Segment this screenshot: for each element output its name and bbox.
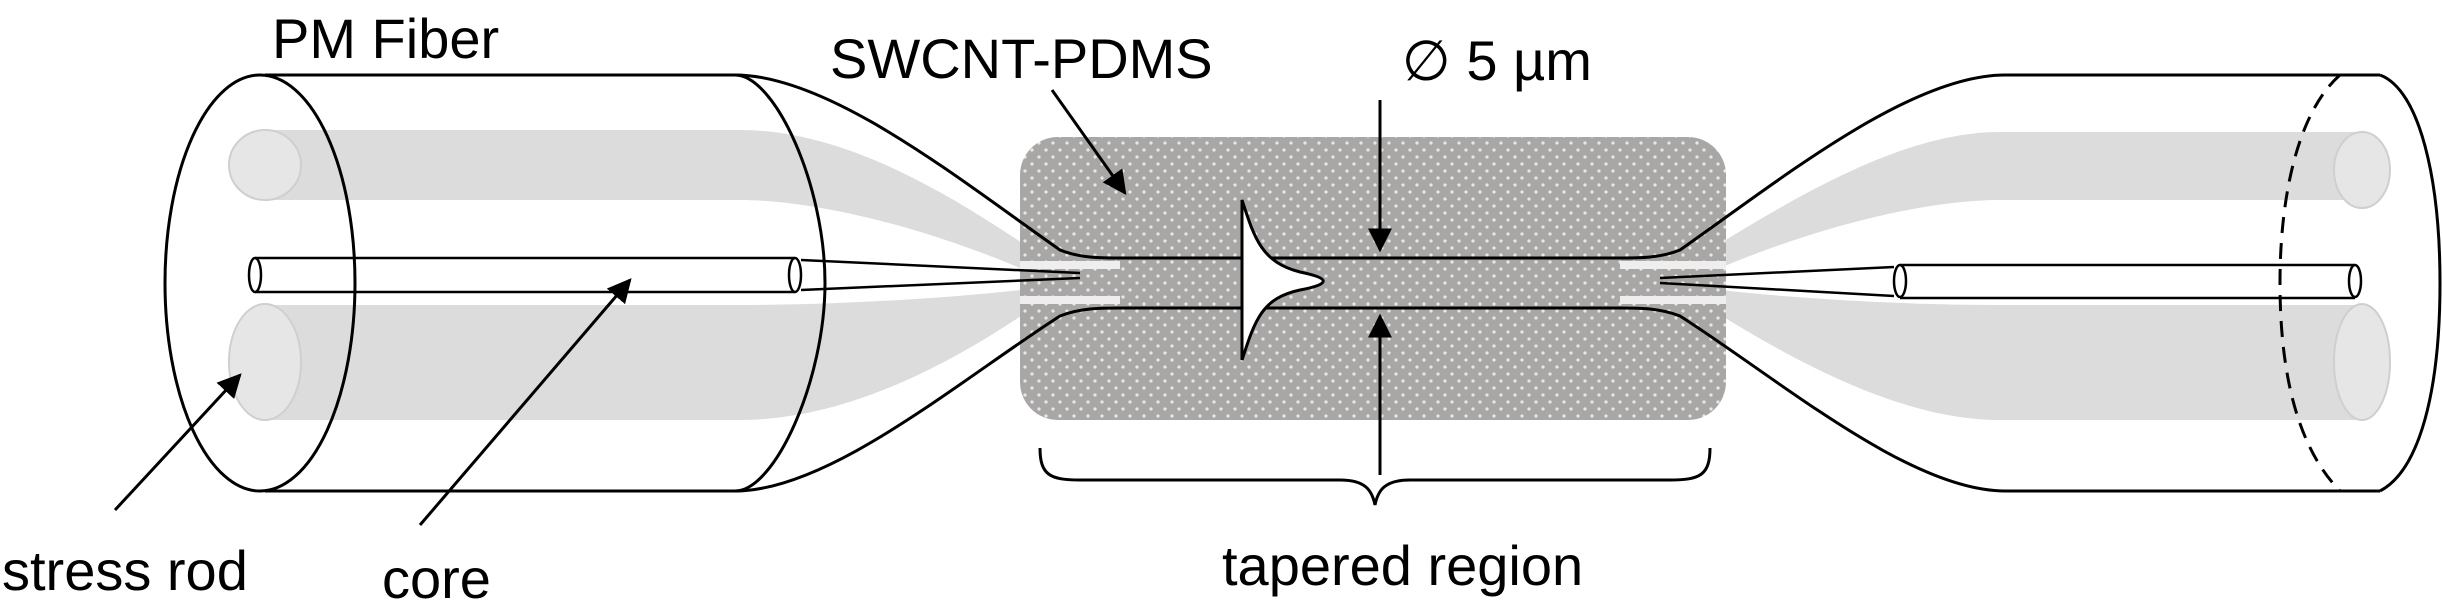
left-core (247, 256, 1081, 294)
right-core (1659, 263, 2363, 300)
left-pm-fiber (163, 73, 1121, 493)
diameter-label: ∅ 5 µm (1402, 29, 1592, 92)
tapered-waist (1020, 256, 1726, 310)
tapered-region-brace (1038, 447, 1712, 506)
right-stress-rod-shading (1690, 132, 2360, 420)
stress-rod-arrow (113, 373, 242, 512)
stress-rod-label: stress rod (2, 539, 248, 602)
right-fiber-hidden-face (2278, 73, 2342, 493)
left-fiber-end-face (163, 73, 357, 493)
tapered-region-label: tapered region (1222, 534, 1583, 597)
right-stress-rod-ends (2333, 131, 2391, 421)
left-stress-rod-shading (265, 130, 1050, 420)
right-pm-fiber (1619, 73, 2442, 493)
swcnt-pdms-label: SWCNT-PDMS (830, 27, 1213, 90)
mode-profile (1240, 199, 1325, 361)
left-stress-rod-ends (228, 129, 302, 421)
pm-fiber-label: PM Fiber (272, 7, 499, 70)
swcnt-pdms-arrow (1050, 89, 1127, 195)
swcnt-pdms-coating (1020, 137, 1726, 420)
core-arrow (418, 278, 632, 526)
core-label: core (382, 547, 491, 606)
